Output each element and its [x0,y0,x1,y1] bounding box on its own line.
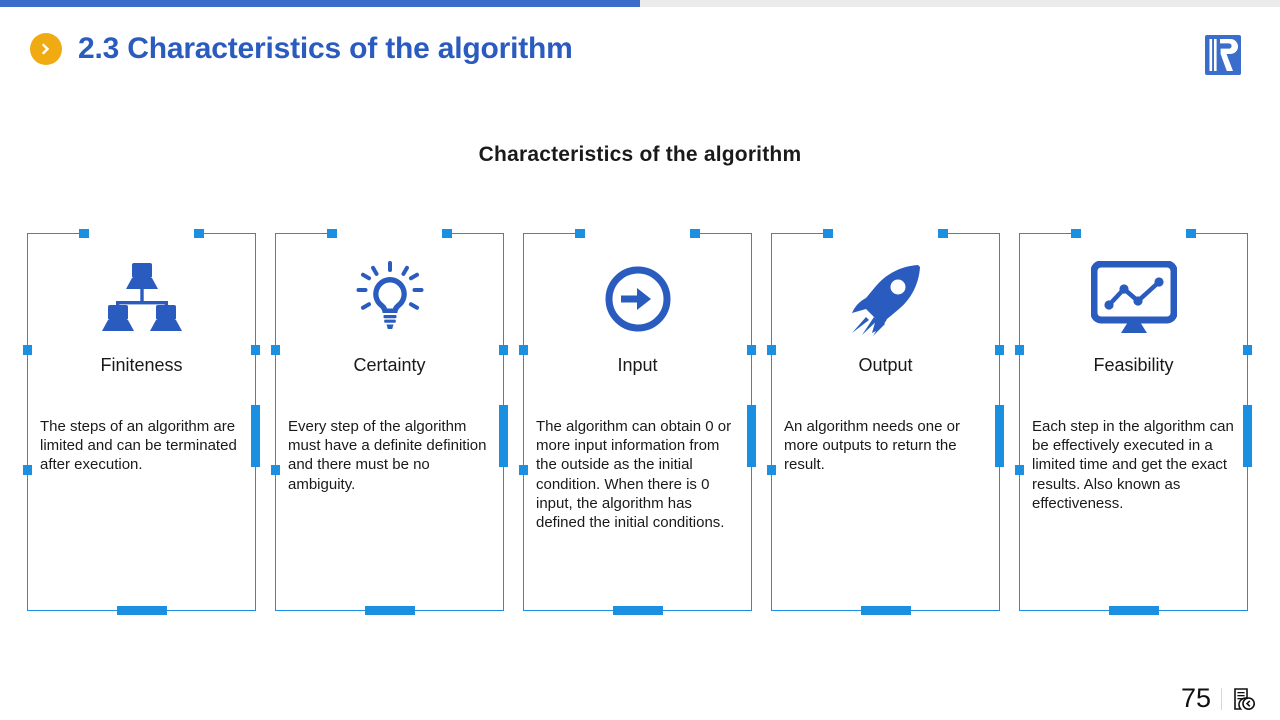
top-accent-bar-gray [640,0,1280,7]
document-back-icon[interactable] [1232,687,1256,711]
card-title: Certainty [353,355,426,375]
card-body-text: The algorithm can obtain 0 or more input… [536,418,732,532]
selection-handle-middle-right[interactable] [995,345,1004,355]
card-body-text: The steps of an algorithm are limited an… [40,418,237,474]
card-feasibility[interactable]: Feasibility Each step in the algorithm c… [1015,229,1252,615]
page-title: 2.3 Characteristics of the algorithm [78,32,573,65]
card-border-top-right [690,233,752,235]
card-border-top-left [523,233,585,235]
card-title: Output [858,355,913,375]
card-title: Feasibility [1093,355,1174,375]
selection-bar-right[interactable] [747,405,756,467]
arrow-right-circle-icon [523,255,752,343]
lightbulb-icon [275,255,504,343]
card-output[interactable]: Output An algorithm needs one or more ou… [767,229,1004,615]
selection-handle-top-right[interactable] [1186,229,1196,238]
selection-handle-top-right[interactable] [194,229,204,238]
card-title: Input [617,355,658,375]
selection-bar-bottom[interactable] [860,606,911,615]
selection-handle-lower-left[interactable] [271,465,280,475]
selection-handle-top-left[interactable] [327,229,337,238]
selection-bar-bottom[interactable] [1108,606,1159,615]
footer-divider [1221,687,1222,710]
selection-handle-lower-left[interactable] [1015,465,1024,475]
selection-handle-middle-right[interactable] [747,345,756,355]
selection-handle-lower-left[interactable] [519,465,528,475]
selection-handle-middle-left[interactable] [1015,345,1024,355]
selection-bar-right[interactable] [995,405,1004,467]
card-body-text: An algorithm needs one or more outputs t… [784,418,960,474]
card-border-top-right [938,233,1000,235]
card-border-top-left [1019,233,1081,235]
page-number: 75 [1180,683,1211,713]
selection-handle-middle-right[interactable] [1243,345,1252,355]
network-hierarchy-icon [27,255,256,343]
selection-handle-middle-left[interactable] [519,345,528,355]
card-border-top-right [442,233,504,235]
selection-bar-bottom[interactable] [612,606,663,615]
card-input[interactable]: Input The algorithm can obtain 0 or more… [519,229,756,615]
selection-bar-bottom[interactable] [116,606,167,615]
selection-handle-middle-left[interactable] [767,345,776,355]
selection-bar-right[interactable] [499,405,508,467]
selection-handle-middle-left[interactable] [271,345,280,355]
card-border-top-left [27,233,89,235]
selection-handle-top-left[interactable] [1071,229,1081,238]
card-body-text: Every step of the algorithm must have a … [288,418,487,493]
selection-handle-middle-right[interactable] [251,345,260,355]
card-border-left [1019,233,1021,611]
chevron-right-circle-icon [30,33,62,65]
slide-footer: 75 [1181,685,1256,712]
selection-bar-right[interactable] [251,405,260,467]
card-finiteness[interactable]: Finiteness The steps of an algorithm are… [23,229,260,615]
rocket-icon [771,255,1000,343]
card-title: Finiteness [100,355,183,375]
selection-handle-top-right[interactable] [442,229,452,238]
selection-handle-top-left[interactable] [823,229,833,238]
monitor-chart-icon [1019,255,1248,343]
card-border-left [275,233,277,611]
top-accent-bar-blue [0,0,640,7]
selection-handle-top-right[interactable] [938,229,948,238]
selection-handle-middle-left[interactable] [23,345,32,355]
selection-bar-right[interactable] [1243,405,1252,467]
card-border-left [523,233,525,611]
card-border-top-right [1186,233,1248,235]
selection-handle-lower-left[interactable] [767,465,776,475]
card-border-left [27,233,29,611]
cards-row: Finiteness The steps of an algorithm are… [23,229,1253,615]
section-heading: Characteristics of the algorithm [478,143,802,166]
card-border-top-left [275,233,337,235]
card-border-top-left [771,233,833,235]
selection-handle-top-left[interactable] [575,229,585,238]
selection-handle-top-right[interactable] [690,229,700,238]
selection-handle-lower-left[interactable] [23,465,32,475]
card-body-text: Each step in the algorithm can be effect… [1032,418,1234,512]
selection-bar-bottom[interactable] [364,606,415,615]
slide-header: 2.3 Characteristics of the algorithm [30,32,573,66]
selection-handle-middle-right[interactable] [499,345,508,355]
card-border-left [771,233,773,611]
card-border-top-right [194,233,256,235]
selection-handle-top-left[interactable] [79,229,89,238]
book-r-logo-icon [1202,32,1244,78]
card-certainty[interactable]: Certainty Every step of the algorithm mu… [271,229,508,615]
